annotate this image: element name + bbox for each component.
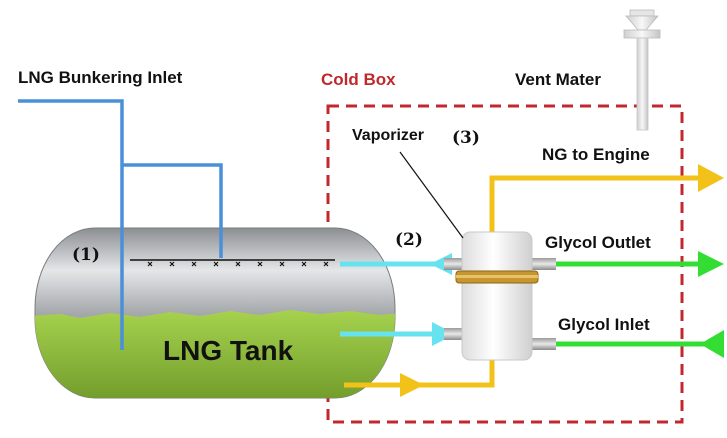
vaporizer-pointer (399, 151, 464, 239)
glycol-inlet-label: Glycol Inlet (558, 315, 650, 334)
marker-2-label: (2) (395, 230, 423, 250)
glycol-lines (555, 251, 724, 358)
spray-nozzles (147, 261, 329, 267)
vaporizer-label: Vaporizer (352, 127, 425, 144)
vaporizer (455, 231, 539, 361)
vent-mast-label: Vent Mater (515, 70, 601, 89)
ng-to-engine-label: NG to Engine (542, 145, 650, 164)
pipe-stubs (444, 258, 556, 350)
glycol-outlet-label: Glycol Outlet (545, 233, 651, 252)
lng-tank-label: LNG Tank (163, 335, 294, 366)
marker-3-label: (3) (452, 128, 480, 148)
bunkering-line (18, 99, 223, 350)
cold-box-label: Cold Box (321, 70, 396, 89)
vent-mast (623, 9, 661, 131)
bunkering-inlet-label: LNG Bunkering Inlet (18, 68, 183, 87)
marker-1-label: (1) (72, 245, 100, 265)
